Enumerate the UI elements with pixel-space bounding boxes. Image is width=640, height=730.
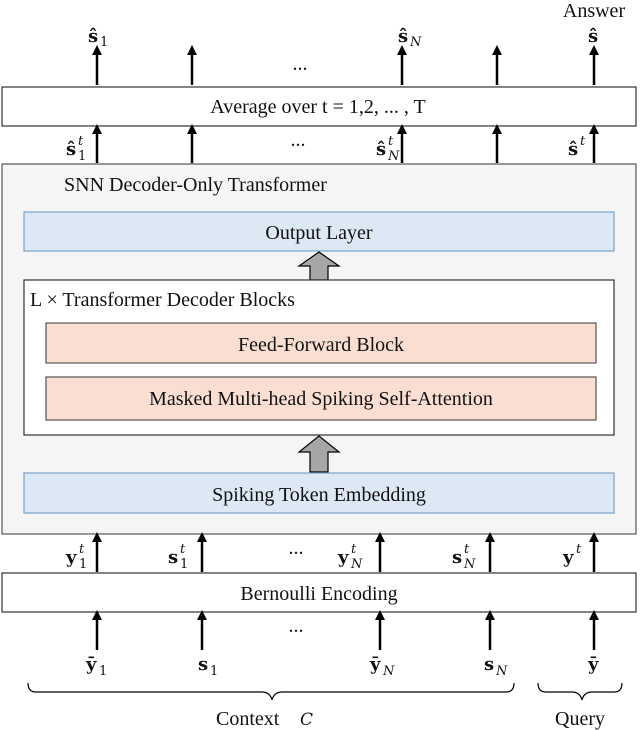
svg-text:s: s xyxy=(452,547,462,568)
query-label: Query xyxy=(555,708,605,730)
top-output-sN: ŝ N xyxy=(398,26,422,50)
svg-text:t: t xyxy=(79,542,85,557)
svg-text:ŝ: ŝ xyxy=(66,139,76,160)
encoded-yNt: y t N xyxy=(337,542,363,572)
encoded-yt-query: y t xyxy=(562,542,582,568)
encoded-sNt: s t N xyxy=(452,542,476,572)
gray-arrow-up-decoder xyxy=(297,435,341,473)
embedding-label: Spiking Token Embedding xyxy=(212,484,426,506)
average-box xyxy=(1,86,637,127)
bernoulli-box xyxy=(1,572,637,613)
top-output-s1: ŝ 1 xyxy=(88,26,108,50)
attention-label: Masked Multi-head Spiking Self-Attention xyxy=(149,388,493,410)
svg-text:t: t xyxy=(180,542,186,557)
context-symbol: C xyxy=(300,710,313,730)
svg-text:1: 1 xyxy=(79,557,87,572)
mid-output-s1t: ŝ t 1 xyxy=(66,134,86,164)
bernoulli-label: Bernoulli Encoding xyxy=(240,583,397,605)
svg-text:1: 1 xyxy=(180,557,188,572)
encoded-y1t: y t 1 xyxy=(65,542,87,572)
svg-text:N: N xyxy=(387,149,400,164)
average-label: Average over t = 1,2, ... , T xyxy=(210,96,425,118)
encoded-ellipsis: ... xyxy=(289,537,304,559)
svg-text:s: s xyxy=(198,654,208,675)
svg-text:ŝ: ŝ xyxy=(398,26,408,47)
query-brace xyxy=(537,682,623,701)
svg-text:s: s xyxy=(168,547,178,568)
svg-text:ȳ: ȳ xyxy=(587,654,599,675)
snn-title: SNN Decoder-Only Transformer xyxy=(64,174,327,196)
svg-text:N: N xyxy=(350,557,363,572)
top-arrows xyxy=(92,45,599,85)
svg-text:ȳ: ȳ xyxy=(85,654,97,675)
top-ellipsis: ... xyxy=(293,53,308,75)
svg-text:ŝ: ŝ xyxy=(376,139,386,160)
mid-output-st-query: ŝ t xyxy=(568,134,586,160)
svg-text:s: s xyxy=(484,654,494,675)
encoded-s1t: s t 1 xyxy=(168,542,188,572)
gray-arrow-up-output xyxy=(297,251,341,281)
svg-text:N: N xyxy=(495,664,508,679)
encoded-arrows xyxy=(92,532,599,572)
raw-input-arrows xyxy=(92,610,599,650)
svg-text:ŝ: ŝ xyxy=(88,26,98,47)
mid-output-sNt: ŝ t N xyxy=(376,134,400,164)
raw-ellipsis: ... xyxy=(289,615,304,637)
svg-text:t: t xyxy=(351,542,357,557)
raw-y1: ȳ 1 xyxy=(85,654,107,679)
svg-text:y: y xyxy=(562,547,574,568)
svg-text:1: 1 xyxy=(78,149,86,164)
svg-text:t: t xyxy=(576,542,582,557)
svg-text:t: t xyxy=(464,542,470,557)
feed-forward-label: Feed-Forward Block xyxy=(238,334,404,356)
output-layer-box xyxy=(23,211,615,252)
raw-sN: s N xyxy=(484,654,508,679)
svg-text:y: y xyxy=(65,547,77,568)
raw-y-query: ȳ xyxy=(587,654,599,675)
svg-text:t: t xyxy=(78,134,84,149)
svg-text:ȳ: ȳ xyxy=(369,654,381,675)
context-brace xyxy=(27,682,515,701)
mid-arrows xyxy=(92,124,599,163)
decoder-blocks-label: L × Transformer Decoder Blocks xyxy=(30,289,295,311)
svg-text:y: y xyxy=(337,547,349,568)
svg-text:t: t xyxy=(388,134,394,149)
svg-text:N: N xyxy=(382,664,395,679)
svg-text:N: N xyxy=(409,35,422,50)
answer-label: Answer xyxy=(563,0,626,22)
raw-yN: ȳ N xyxy=(369,654,395,679)
svg-text:N: N xyxy=(463,557,476,572)
svg-text:1: 1 xyxy=(99,664,107,679)
context-label: Context xyxy=(216,708,280,730)
output-layer-label: Output Layer xyxy=(265,222,373,244)
attention-box xyxy=(45,376,597,421)
svg-text:1: 1 xyxy=(100,35,108,50)
svg-text:ŝ: ŝ xyxy=(568,139,578,160)
svg-text:t: t xyxy=(580,134,586,149)
top-output-s-query: ŝ xyxy=(588,26,598,47)
embedding-box xyxy=(23,472,615,514)
svg-text:1: 1 xyxy=(210,664,218,679)
svg-text:ŝ: ŝ xyxy=(588,26,598,47)
mid-ellipsis: ... xyxy=(291,129,306,151)
raw-s1: s 1 xyxy=(198,654,218,679)
feed-forward-box xyxy=(45,322,597,364)
